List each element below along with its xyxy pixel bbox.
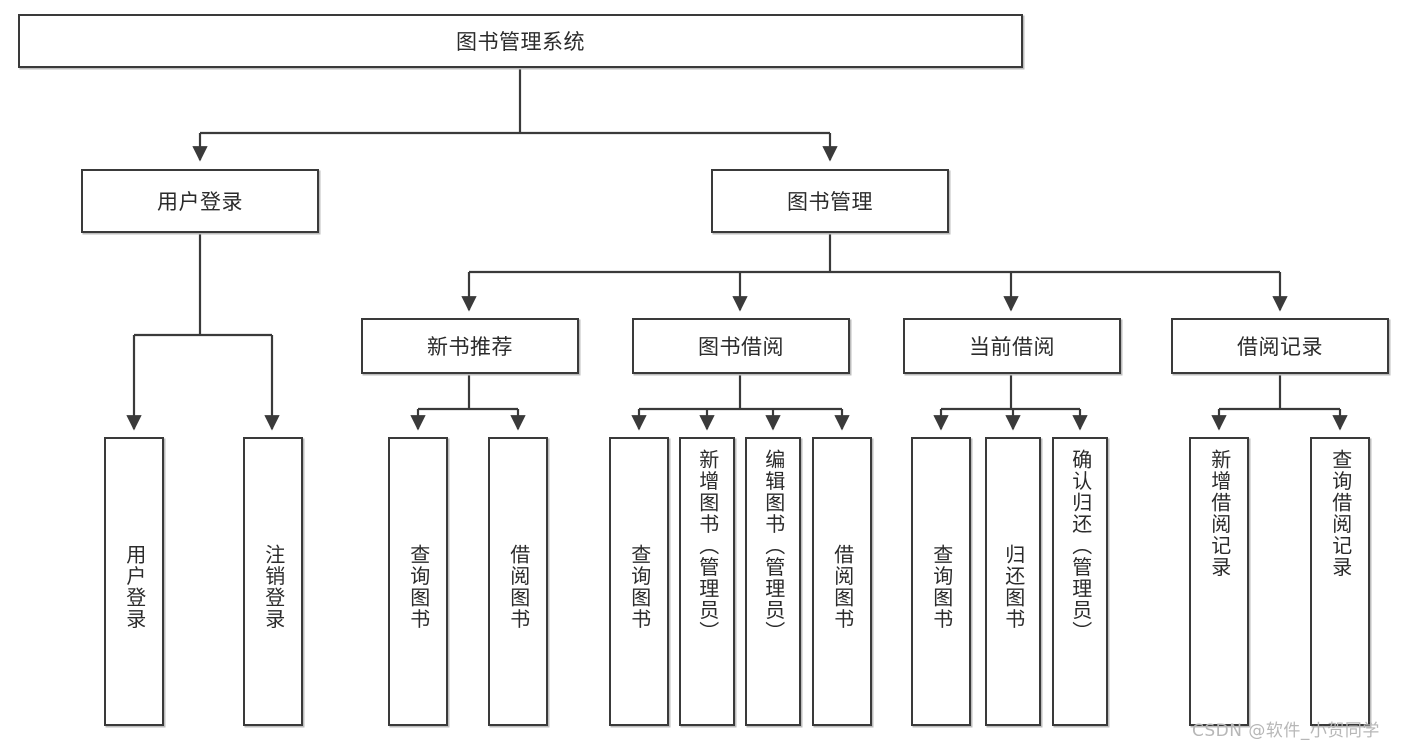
node-leaf-current-query-book[interactable]: 查询图书 [911, 437, 971, 726]
node-leaf-query-borrow-record[interactable]: 查询借阅记录 [1310, 437, 1370, 726]
node-leaf-edit-book-admin[interactable]: 编辑图书（管理员） [745, 437, 801, 726]
node-leaf-rec-borrow-book[interactable]: 借阅图书 [488, 437, 548, 726]
node-label: 编辑图书（管理员） [761, 449, 786, 643]
node-label: 借阅图书 [506, 543, 531, 630]
node-new-book-recommendation[interactable]: 新书推荐 [361, 318, 579, 374]
node-label: 查询图书 [406, 543, 431, 630]
node-leaf-user-logout[interactable]: 注销登录 [243, 437, 303, 726]
node-book-management[interactable]: 图书管理 [711, 169, 949, 233]
node-label: 注销登录 [261, 543, 286, 630]
node-label: 图书借阅 [698, 335, 784, 359]
node-label: 用户登录 [122, 543, 147, 630]
node-label: 借阅图书 [830, 543, 855, 630]
node-book-borrow[interactable]: 图书借阅 [632, 318, 850, 374]
node-leaf-rec-query-book[interactable]: 查询图书 [388, 437, 448, 726]
node-leaf-add-book-admin[interactable]: 新增图书（管理员） [679, 437, 735, 726]
node-leaf-borrow-query-book[interactable]: 查询图书 [609, 437, 669, 726]
node-leaf-confirm-return-admin[interactable]: 确认归还（管理员） [1052, 437, 1108, 726]
node-label: 新增借阅记录 [1207, 449, 1232, 578]
node-label: 新增图书（管理员） [695, 449, 720, 643]
node-user-login[interactable]: 用户登录 [81, 169, 319, 233]
node-leaf-borrow-book[interactable]: 借阅图书 [812, 437, 872, 726]
node-label: 用户登录 [157, 190, 243, 214]
node-leaf-return-book[interactable]: 归还图书 [985, 437, 1041, 726]
node-label: 查询借阅记录 [1328, 449, 1353, 578]
node-leaf-add-borrow-record[interactable]: 新增借阅记录 [1189, 437, 1249, 726]
node-label: 图书管理系统 [456, 30, 585, 54]
node-label: 归还图书 [1001, 543, 1026, 630]
node-borrow-record[interactable]: 借阅记录 [1171, 318, 1389, 374]
node-label: 图书管理 [787, 190, 873, 214]
node-label: 新书推荐 [427, 335, 513, 359]
node-label: 查询图书 [627, 543, 652, 630]
node-label: 借阅记录 [1237, 335, 1323, 359]
csdn-watermark: CSDN @软件_小贺同学 [1192, 721, 1380, 741]
node-leaf-user-login[interactable]: 用户登录 [104, 437, 164, 726]
node-label: 当前借阅 [969, 335, 1055, 359]
node-current-borrow[interactable]: 当前借阅 [903, 318, 1121, 374]
node-label: 确认归还（管理员） [1068, 449, 1093, 643]
node-root-system[interactable]: 图书管理系统 [18, 14, 1023, 68]
node-label: 查询图书 [929, 543, 954, 630]
